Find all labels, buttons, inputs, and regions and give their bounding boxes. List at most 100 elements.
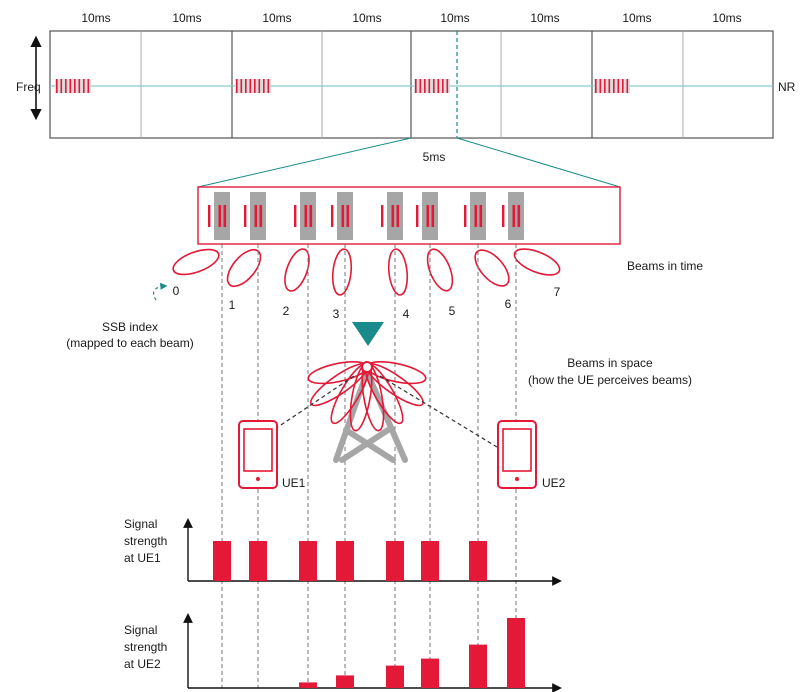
- ssb-burst-tick: [236, 79, 238, 93]
- ssb-index-label: SSB index: [102, 320, 158, 334]
- ssb-symbol: [391, 205, 395, 227]
- beam-index-1: 1: [229, 298, 236, 312]
- ssb-pointer-arrow: [153, 282, 168, 301]
- beam-index-0: 0: [173, 284, 180, 298]
- time-beam-3: [331, 248, 353, 296]
- ue2-bar-7: [507, 618, 525, 688]
- ssb-burst-tick: [433, 79, 435, 93]
- antenna-icon: [361, 361, 373, 373]
- zoomed-ssb-blocks: [208, 192, 524, 240]
- ssb-burst-tick: [249, 79, 252, 93]
- ssb-burst-tick: [78, 79, 81, 93]
- nr-label: NR: [778, 80, 796, 94]
- ssb-symbol: [396, 205, 400, 227]
- ssb-block-0: [214, 192, 230, 240]
- ssb-symbol: [341, 205, 345, 227]
- ssb-burst-tick: [437, 79, 440, 93]
- ssb-burst-bg: [55, 79, 91, 93]
- ue2-bar-5: [421, 658, 439, 688]
- ue1-signal-label-line2: strength: [124, 534, 167, 548]
- period-label-6: 10ms: [622, 11, 651, 25]
- ue1-bar-5: [421, 541, 439, 581]
- ssb-symbol: [254, 205, 258, 227]
- ssb-burst-tick: [87, 79, 90, 93]
- ssb-symbol: [474, 205, 478, 227]
- zoom-lines: [197, 137, 621, 188]
- beam-index-4: 4: [403, 307, 410, 321]
- ssb-lead-symbol: [381, 205, 384, 227]
- beam-index-labels: 0 1 2 3 4 5 6 7: [173, 284, 561, 321]
- ssb-symbol: [218, 205, 222, 227]
- beam-index-7: 7: [554, 285, 561, 299]
- ue1-label: UE1: [282, 476, 306, 490]
- ssb-burst-tick: [263, 79, 265, 93]
- ssb-burst-tick: [599, 79, 602, 93]
- ssb-burst-tick: [617, 79, 620, 93]
- ssb-symbol: [304, 205, 308, 227]
- time-beam-0: [172, 248, 220, 276]
- zoom-label: 5ms: [423, 150, 446, 164]
- ssb-symbol: [512, 205, 516, 227]
- ue1-signal-chart: Signal strength at UE1: [124, 517, 562, 586]
- beam-index-2: 2: [283, 304, 290, 318]
- ssb-burst-tick: [595, 79, 597, 93]
- ssb-index-sublabel: (mapped to each beam): [66, 336, 193, 350]
- ssb-burst-tick: [245, 79, 247, 93]
- ssb-burst-tick: [446, 79, 449, 93]
- time-beam-1: [226, 248, 262, 288]
- ssb-block-3: [337, 192, 353, 240]
- period-label-1: 10ms: [172, 11, 201, 25]
- ssb-symbol: [223, 205, 227, 227]
- ssb-burst-tick: [267, 79, 270, 93]
- period-label-2: 10ms: [262, 11, 291, 25]
- beam-guide-lines: [221, 244, 517, 688]
- ssb-symbol: [346, 205, 350, 227]
- ssb-burst-bg: [594, 79, 630, 93]
- ssb-block-7: [508, 192, 524, 240]
- ue2-bar-6: [469, 644, 487, 688]
- ue1-bar-0: [213, 541, 231, 581]
- ssb-burst-tick: [626, 79, 629, 93]
- ssb-block-4: [387, 192, 403, 240]
- ssb-burst-tick: [613, 79, 615, 93]
- ue2-phone-icon: [497, 420, 537, 489]
- time-beam-5: [426, 248, 454, 292]
- ssb-burst-tick: [604, 79, 606, 93]
- ssb-burst-tick: [608, 79, 611, 93]
- ssb-burst-tick: [428, 79, 431, 93]
- ssb-burst-tick: [240, 79, 243, 93]
- frequency-axis: Freq: [16, 35, 42, 121]
- ue2-signal-bars: [299, 618, 525, 688]
- ssb-lead-symbol: [294, 205, 297, 227]
- ssb-lead-symbol: [416, 205, 419, 227]
- ue1-bar-6: [469, 541, 487, 581]
- ue2-bar-3: [336, 675, 354, 688]
- ssb-lead-symbol: [502, 205, 505, 227]
- ue2-signal-label-line2: strength: [124, 640, 167, 654]
- ssb-burst-tick: [69, 79, 72, 93]
- ssb-burst-tick: [65, 79, 67, 93]
- beam-index-3: 3: [333, 307, 340, 321]
- ssb-block-2: [300, 192, 316, 240]
- ssb-burst-tick: [424, 79, 426, 93]
- period-label-3: 10ms: [352, 11, 381, 25]
- zoom-box: [197, 186, 621, 245]
- ssb-block-1: [250, 192, 266, 240]
- ssb-symbol: [517, 205, 521, 227]
- down-arrow-icon: [352, 322, 384, 346]
- time-beam-4: [387, 248, 409, 296]
- ssb-symbol: [426, 205, 430, 227]
- beams-in-space-sublabel: (how the UE perceives beams): [528, 373, 692, 387]
- period-label-4: 10ms: [440, 11, 469, 25]
- time-beam-7: [513, 248, 561, 276]
- ssb-symbol: [479, 205, 483, 227]
- beams-in-time-label: Beams in time: [627, 259, 703, 273]
- ssb-burst-tick: [415, 79, 417, 93]
- ssb-burst-tick: [56, 79, 58, 93]
- ue1-link-line: [277, 375, 355, 428]
- ssb-lead-symbol: [208, 205, 211, 227]
- ue2-label: UE2: [542, 476, 566, 490]
- ssb-block-5: [422, 192, 438, 240]
- ue2-link-line: [379, 375, 498, 448]
